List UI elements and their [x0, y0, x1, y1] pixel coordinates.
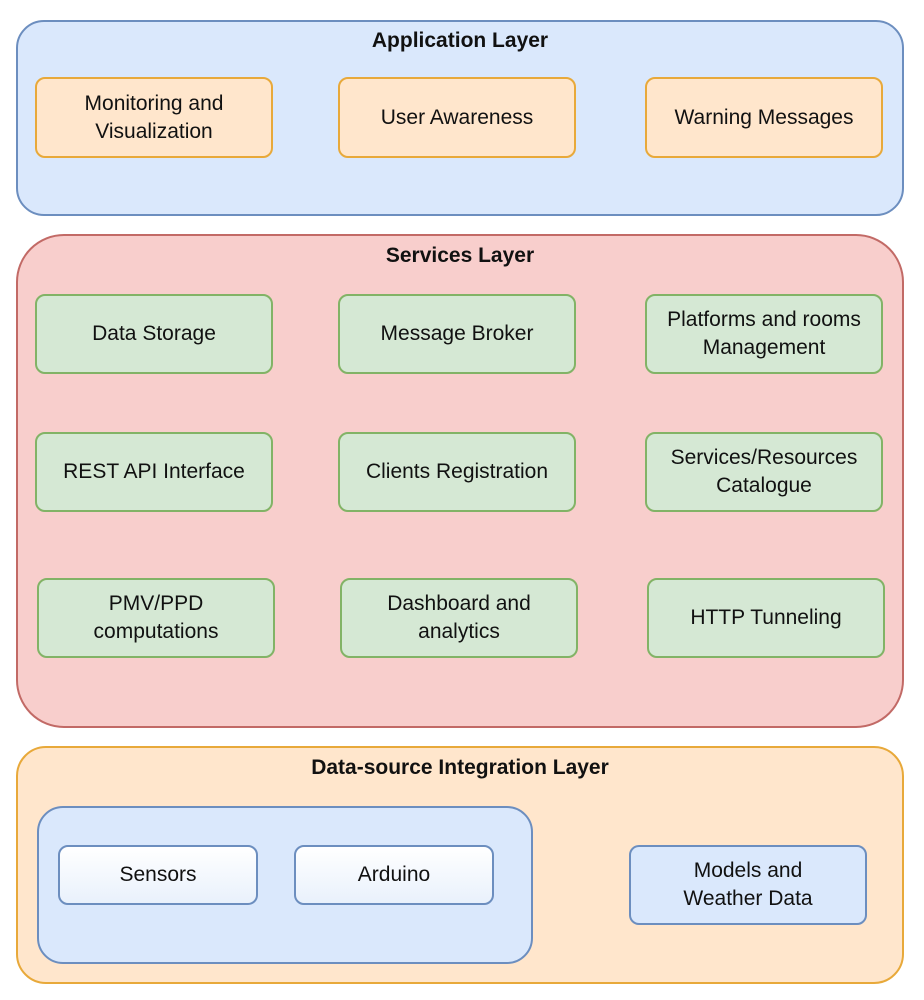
data-source-layer-title: Data-source Integration Layer [311, 756, 609, 779]
dashboard-analytics-box: Dashboard and analytics [340, 578, 578, 658]
models-weather-data-box: Models and Weather Data [629, 845, 867, 925]
warning-messages-box: Warning Messages [645, 77, 883, 158]
pmv-ppd-computations-box: PMV/PPD computations [37, 578, 275, 658]
monitoring-visualization-box: Monitoring and Visualization [35, 77, 273, 158]
services-layer-title: Services Layer [385, 244, 535, 267]
clients-registration-box: Clients Registration [338, 432, 576, 512]
http-tunneling-box: HTTP Tunneling [647, 578, 885, 658]
sensors-box: Sensors [58, 845, 258, 905]
application-layer-title: Application Layer [371, 29, 549, 52]
platforms-rooms-management-box: Platforms and rooms Management [645, 294, 883, 374]
arduino-box: Arduino [294, 845, 494, 905]
services-resources-catalogue-box: Services/Resources Catalogue [645, 432, 883, 512]
message-broker-box: Message Broker [338, 294, 576, 374]
data-storage-box: Data Storage [35, 294, 273, 374]
user-awareness-box: User Awareness [338, 77, 576, 158]
rest-api-interface-box: REST API Interface [35, 432, 273, 512]
